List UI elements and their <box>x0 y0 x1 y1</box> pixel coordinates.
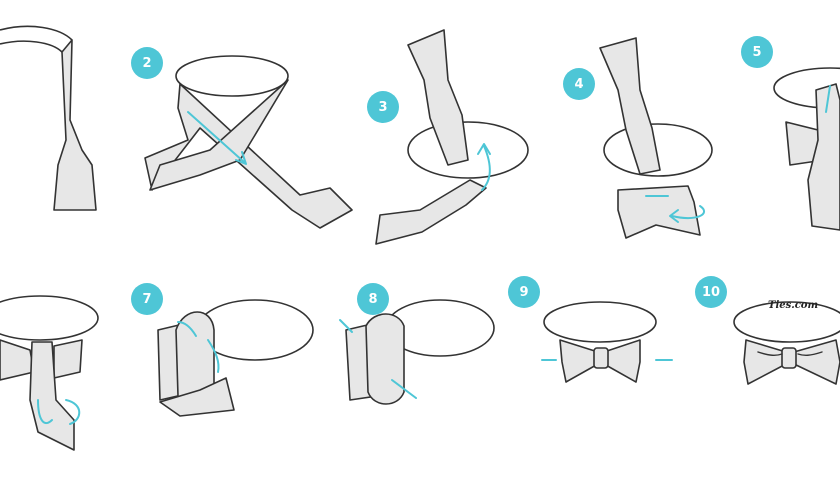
step-6-arrow-left <box>37 399 53 425</box>
step-5-arrow <box>825 85 831 113</box>
step-3-arrow-head <box>477 143 491 155</box>
step-number: 10 <box>701 284 721 300</box>
step-badge-3: 3 <box>367 91 399 123</box>
step-10-bow-left <box>743 339 787 385</box>
step-badge-10: 10 <box>695 276 727 308</box>
step-badge-2: 2 <box>131 47 163 79</box>
step-2-arrow-head <box>235 151 247 165</box>
step-8-arrow-left <box>339 319 353 333</box>
step-6-bow-left <box>0 339 35 381</box>
step-5-hanging-end <box>807 83 840 231</box>
step-7-arrow-right <box>207 339 220 373</box>
step-badge-9: 9 <box>508 276 540 308</box>
step-2-loop <box>175 55 289 97</box>
step-number: 9 <box>519 284 529 300</box>
step-9-loop <box>543 301 657 343</box>
step-number: 3 <box>378 99 388 115</box>
step-3-up-end <box>407 29 469 166</box>
step-3-loop <box>407 121 529 179</box>
step-9-knot <box>593 347 609 369</box>
step-1-illustration <box>0 25 97 211</box>
step-4-loop <box>603 123 713 177</box>
step-2-illustration <box>144 55 353 229</box>
step-badge-8: 8 <box>357 283 389 315</box>
step-2-right-end <box>149 79 289 191</box>
step-badge-4: 4 <box>563 68 595 100</box>
step-3-arrow <box>481 145 491 191</box>
step-7-arrow-left <box>177 321 197 337</box>
step-1-tie-end <box>53 39 97 211</box>
step-number: 2 <box>142 55 152 71</box>
step-number: 8 <box>368 291 378 307</box>
step-1-neckband <box>0 25 73 41</box>
step-4-arrow-bottom <box>671 205 706 220</box>
step-6-loop <box>0 295 99 341</box>
step-4-illustration <box>599 37 713 239</box>
step-10-bow-right <box>793 339 840 385</box>
step-9-bow-right <box>603 339 641 383</box>
step-badge-5: 5 <box>741 36 773 68</box>
brand-logo: Ties.com <box>768 300 819 311</box>
step-9-bow-left <box>559 339 599 383</box>
step-3-illustration <box>375 29 529 245</box>
step-9-illustration <box>541 301 673 383</box>
step-6-hanging-end <box>29 341 75 451</box>
step-6-bow-right <box>53 339 83 379</box>
step-8-illustration <box>339 299 495 405</box>
step-5-illustration <box>773 67 840 231</box>
step-8-arrow-right <box>391 379 417 399</box>
step-4-up-end <box>599 37 661 175</box>
step-number: 5 <box>752 44 762 60</box>
step-10-fold-right <box>797 351 823 357</box>
step-6-illustration <box>0 295 99 451</box>
step-4-bow-shape <box>617 185 701 239</box>
step-10-illustration <box>733 301 840 385</box>
step-6-arrow-right <box>65 399 81 425</box>
step-8-knot <box>365 313 405 405</box>
step-10-fold-left <box>757 351 783 357</box>
step-3-down-end <box>375 179 487 245</box>
step-7-tail <box>159 377 235 417</box>
step-10-knot <box>781 347 797 369</box>
step-number: 7 <box>142 291 152 307</box>
step-7-illustration <box>157 299 314 417</box>
step-4-arrow-head <box>669 209 679 223</box>
step-2-left-end <box>144 83 353 229</box>
step-10-loop <box>733 301 840 343</box>
step-2-arrow <box>187 111 245 163</box>
step-number: 4 <box>574 76 584 92</box>
step-1-neckband-inner <box>0 40 63 53</box>
step-badge-7: 7 <box>131 283 163 315</box>
